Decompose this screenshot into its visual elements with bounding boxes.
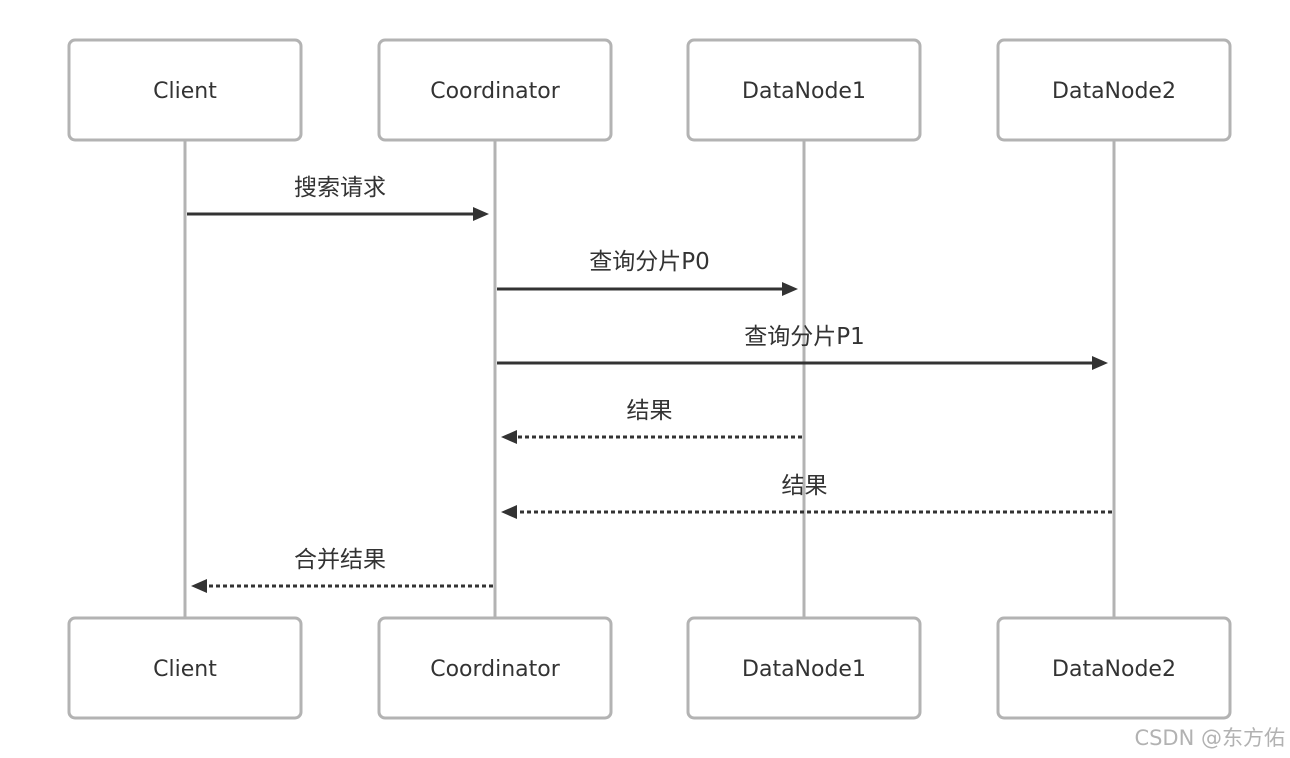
message-label: 搜索请求 [294, 175, 386, 201]
participant-label: DataNode2 [1052, 79, 1176, 104]
participant-box [686, 616, 922, 720]
participant-datanode2-bottom: DataNode2 [996, 616, 1232, 720]
message-5: 结果 [501, 473, 1112, 519]
participant-box [67, 616, 303, 720]
participant-box [996, 38, 1232, 142]
arrowhead-icon [191, 579, 207, 593]
arrowhead-icon [501, 505, 517, 519]
message-4: 结果 [501, 398, 802, 444]
arrowhead-icon [782, 282, 798, 296]
message-2: 查询分片P0 [497, 249, 798, 296]
participant-datanode1-bottom: DataNode1 [686, 616, 922, 720]
watermark: CSDN @东方佑 [1134, 726, 1285, 750]
arrowhead-icon [473, 207, 489, 221]
message-label: 结果 [627, 398, 673, 424]
message-label: 合并结果 [294, 547, 386, 573]
participant-label: DataNode2 [1052, 657, 1176, 682]
message-label: 查询分片P0 [589, 249, 710, 275]
participant-coordinator-bottom: Coordinator [377, 616, 613, 720]
participant-label: Coordinator [430, 79, 561, 104]
participant-label: DataNode1 [742, 79, 866, 104]
participant-label: Client [153, 657, 217, 682]
arrowhead-icon [1092, 356, 1108, 370]
participant-client-top: Client [67, 38, 303, 142]
participant-label: Coordinator [430, 657, 561, 682]
participant-client-bottom: Client [67, 616, 303, 720]
message-label: 查询分片P1 [744, 324, 865, 350]
message-3: 查询分片P1 [497, 324, 1108, 370]
participant-label: Client [153, 79, 217, 104]
message-6: 合并结果 [191, 547, 493, 593]
participant-datanode2-top: DataNode2 [996, 38, 1232, 142]
participant-label: DataNode1 [742, 657, 866, 682]
participant-box [377, 38, 613, 142]
participant-box [996, 616, 1232, 720]
message-label: 结果 [782, 473, 828, 499]
participant-box [686, 38, 922, 142]
arrowhead-icon [501, 430, 517, 444]
participant-box [377, 616, 613, 720]
participant-coordinator-top: Coordinator [377, 38, 613, 142]
participant-box [67, 38, 303, 142]
message-1: 搜索请求 [187, 175, 489, 221]
participant-datanode1-top: DataNode1 [686, 38, 922, 142]
